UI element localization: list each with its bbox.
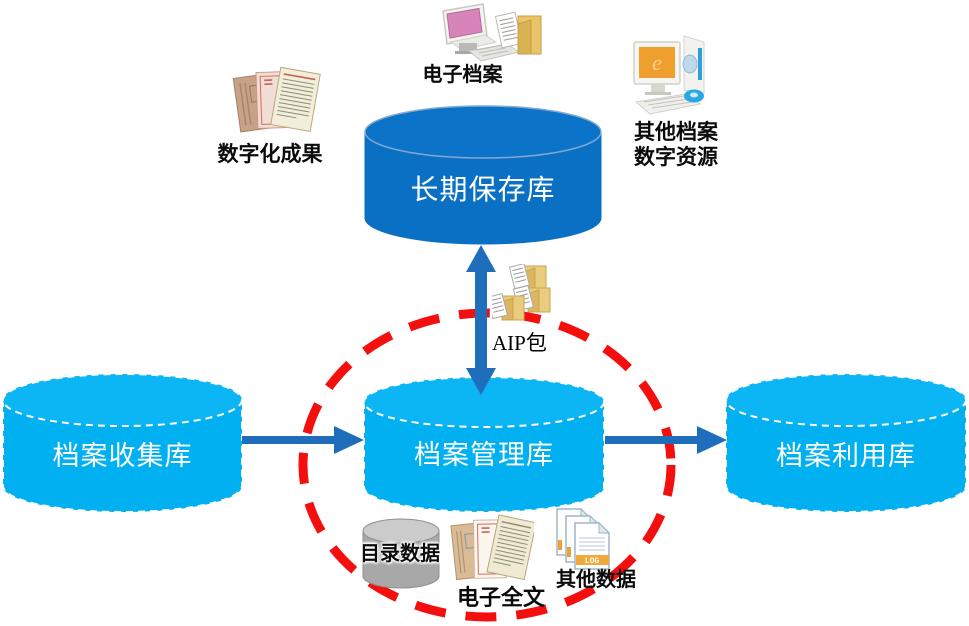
arrow-preservation-management-bidirectional [466, 245, 496, 395]
arrow-collection-to-management [242, 426, 364, 454]
node-preservation-db: 长期保存库 [363, 104, 603, 246]
log-files-icon: LOG [556, 508, 611, 570]
old-documents-icon [232, 66, 321, 133]
electronic-fulltext-label: 电子全文 [456, 585, 545, 610]
fulltext-documents-icon [450, 514, 534, 581]
other-archive-resources-label: 其他档案 数字资源 [622, 120, 730, 170]
computer-folder-icon [442, 3, 542, 62]
aip-folders-icon [492, 264, 551, 321]
other-archive-line1: 其他档案 [634, 120, 718, 144]
node-management-db: 档案管理库 [362, 375, 606, 514]
catalog-data-label: 目录数据 [360, 543, 440, 565]
gray-database-icon [362, 518, 440, 589]
other-data-label: 其他数据 [556, 569, 636, 591]
desktop-pc-icon: e [633, 35, 705, 115]
svg-text:e: e [652, 50, 662, 75]
node-utilization-db: 档案利用库 [724, 372, 968, 514]
digitization-results-label: 数字化成果 [217, 142, 323, 166]
cylinder-shape [725, 373, 967, 513]
node-collection-db: 档案收集库 [1, 372, 244, 514]
electronic-archives-label: 电子档案 [422, 64, 503, 86]
other-archive-line2: 数字资源 [634, 145, 718, 169]
cylinder-shape [363, 376, 605, 513]
cylinder-shape [1, 373, 243, 513]
arrow-management-to-utilization [605, 426, 727, 454]
aip-package-label: AIP包 [492, 331, 547, 355]
log-badge-text: LOG [585, 557, 600, 566]
cylinder-shape [364, 105, 602, 245]
